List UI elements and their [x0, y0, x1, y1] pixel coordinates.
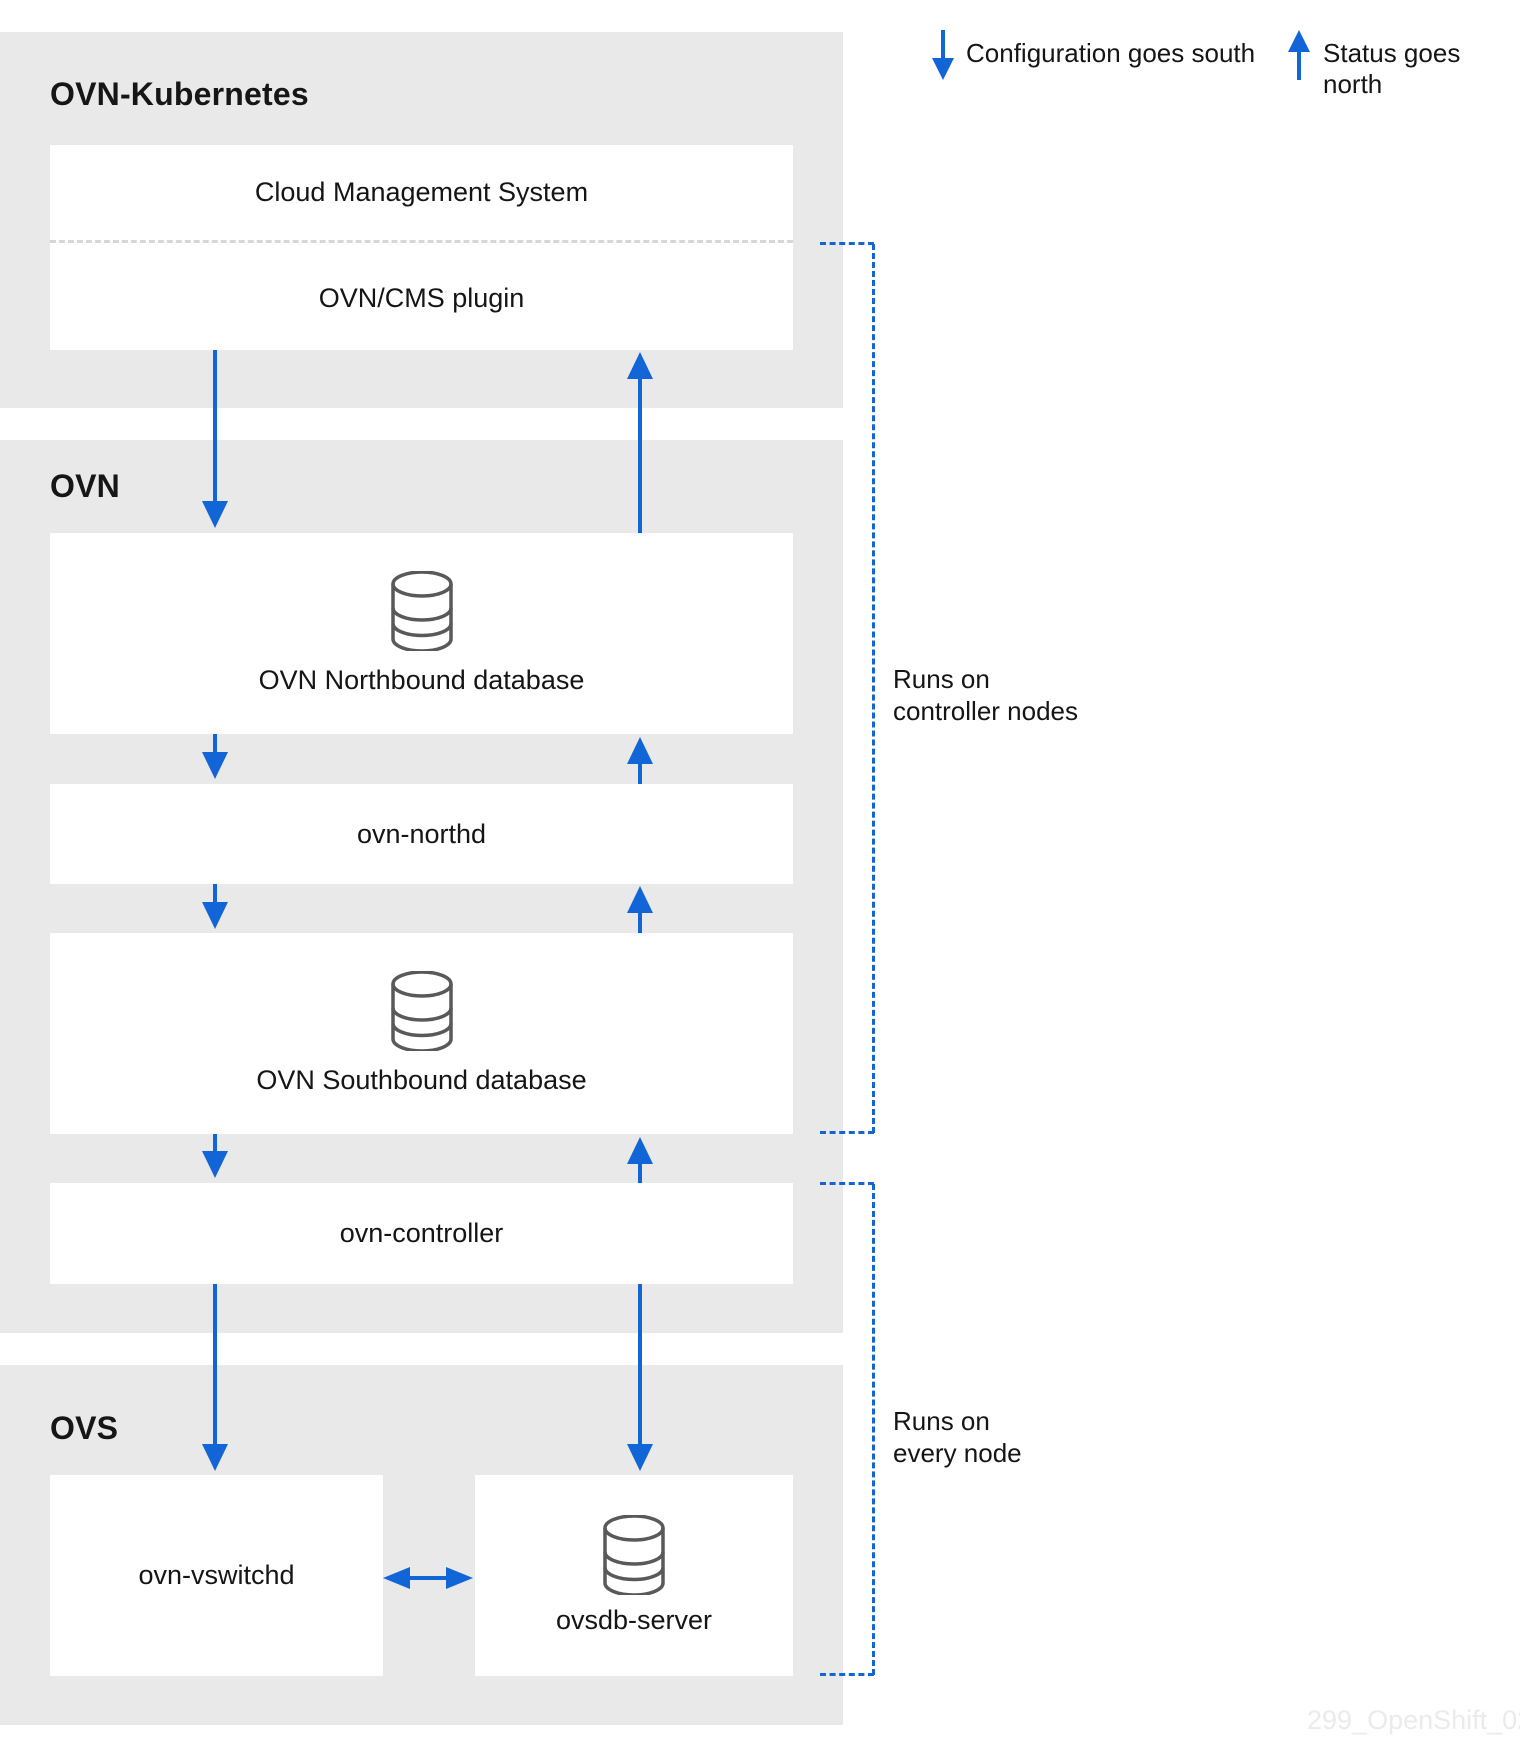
node-label: OVN/CMS plugin	[318, 282, 525, 313]
legend-configuration-label: Configuration goes south	[966, 38, 1256, 68]
database-icon	[603, 1515, 665, 1595]
bracket-every-node	[872, 1184, 875, 1675]
node-ovn-northbound-database: OVN Northbound database	[50, 533, 793, 734]
annotation-line: Runs on	[893, 664, 990, 694]
bracket-tick	[820, 1182, 874, 1185]
bracket-tick	[820, 1131, 874, 1134]
node-label: ovn-vswitchd	[138, 1560, 295, 1590]
legend-status-arrow-shaft	[1297, 50, 1301, 80]
annotation-line: Runs on	[893, 1406, 990, 1436]
config-arrow-shaft	[213, 1134, 217, 1151]
annotation-line: every node	[893, 1438, 1022, 1468]
config-arrow-shaft	[638, 1284, 642, 1444]
node-ovn-northd: ovn-northd	[50, 784, 793, 884]
legend-status-label: Status goes north	[1323, 38, 1461, 99]
node-label: ovn-northd	[356, 818, 487, 849]
arrow-down-icon	[202, 1151, 228, 1178]
arrow-down-icon	[202, 1444, 228, 1471]
status-arrow-shaft	[638, 764, 642, 784]
node-ovn-controller: ovn-controller	[50, 1183, 793, 1284]
legend-config-arrow-shaft	[941, 30, 945, 60]
config-arrow-shaft	[213, 1284, 217, 1444]
node-label: ovsdb-server	[555, 1605, 713, 1635]
arrow-up-icon	[627, 1137, 653, 1164]
arrow-up-icon	[627, 352, 653, 379]
bracket-controller-nodes	[872, 244, 875, 1133]
node-cms-plugin-box: Cloud Management System OVN/CMS plugin	[50, 145, 793, 350]
arrow-left-icon	[383, 1567, 410, 1589]
arrow-up-icon	[627, 737, 653, 764]
arrow-down-icon	[932, 58, 954, 80]
status-arrow-shaft	[638, 1164, 642, 1183]
database-icon	[390, 971, 453, 1051]
arrow-right-icon	[446, 1567, 473, 1589]
node-label: Cloud Management System	[254, 177, 589, 207]
arrow-up-icon	[1288, 30, 1310, 52]
node-label: ovn-controller	[339, 1218, 504, 1248]
database-icon	[390, 571, 453, 651]
annotation-every-node: Runs on every node	[893, 1405, 1022, 1469]
arrow-down-icon	[202, 752, 228, 779]
node-ovn-vswitchd: ovn-vswitchd	[50, 1475, 383, 1676]
status-arrow-shaft	[638, 379, 642, 533]
node-label: OVN Northbound database	[258, 665, 585, 695]
config-arrow-shaft	[213, 350, 217, 501]
node-ovn-southbound-database: OVN Southbound database	[50, 933, 793, 1134]
node-ovn-cms-plugin: OVN/CMS plugin	[50, 246, 793, 350]
section-title-ovn: OVN	[50, 468, 120, 504]
config-arrow-shaft	[213, 884, 217, 902]
node-label: OVN Southbound database	[256, 1065, 587, 1095]
arrow-down-icon	[202, 902, 228, 929]
arrow-up-icon	[627, 886, 653, 913]
watermark: 299_OpenShift_0223	[1307, 1705, 1520, 1735]
section-title-ovn-kubernetes: OVN-Kubernetes	[50, 76, 309, 112]
bracket-tick	[820, 242, 874, 245]
bracket-tick	[820, 1673, 874, 1676]
section-title-ovs: OVS	[50, 1410, 119, 1446]
hconnector-shaft	[406, 1576, 450, 1580]
arrow-down-icon	[202, 501, 228, 528]
node-cloud-management-system: Cloud Management System	[50, 145, 793, 243]
annotation-line: controller nodes	[893, 696, 1078, 726]
arrow-down-icon	[627, 1444, 653, 1471]
config-arrow-shaft	[213, 734, 217, 752]
status-arrow-shaft	[638, 913, 642, 933]
node-ovsdb-server: ovsdb-server	[475, 1475, 793, 1676]
annotation-controller-nodes: Runs on controller nodes	[893, 663, 1078, 727]
